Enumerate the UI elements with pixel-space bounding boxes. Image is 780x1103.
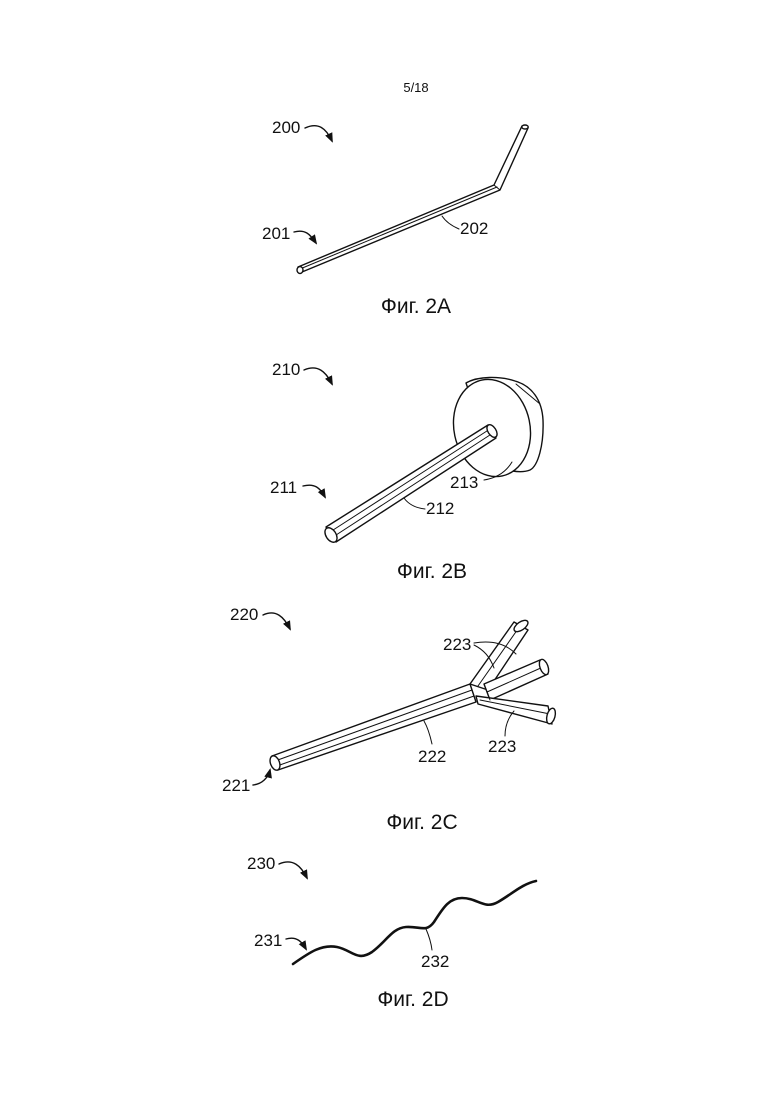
ref-222-leader [424, 721, 432, 744]
ref-220: 220 [230, 605, 258, 624]
page-number: 5/18 [403, 80, 428, 95]
ref-212: 212 [426, 499, 454, 518]
ref-201-arrow [294, 231, 316, 243]
ref-231-arrow [286, 938, 306, 949]
ref-200-arrow [305, 126, 332, 141]
caption-fig-2c: Фиг. 2C [386, 811, 457, 834]
figure-2a: 200 201 202 Фиг. 2A [262, 118, 528, 318]
ref-232: 232 [421, 952, 449, 971]
caption-fig-2b: Фиг. 2B [397, 560, 467, 583]
ref-230-arrow [279, 862, 307, 878]
ref-223-bottom: 223 [488, 737, 516, 756]
caption-fig-2d: Фиг. 2D [377, 988, 448, 1011]
figure-2b: 210 211 212 213 Фиг. 2B [270, 360, 543, 583]
ref-212-leader [404, 498, 425, 509]
ref-202: 202 [460, 219, 488, 238]
wavy-fiber [293, 881, 536, 964]
caption-fig-2a: Фиг. 2A [381, 295, 451, 318]
ref-201: 201 [262, 224, 290, 243]
ref-231: 231 [254, 931, 282, 950]
ref-211-arrow [303, 485, 325, 497]
figure-2d: 230 231 232 Фиг. 2D [247, 854, 536, 1011]
ref-232-leader [426, 929, 432, 950]
ref-213: 213 [450, 473, 478, 492]
ref-210-arrow [304, 368, 332, 384]
ref-221: 221 [222, 776, 250, 795]
ref-230: 230 [247, 854, 275, 873]
figure-2c: 220 223 223 222 [222, 605, 557, 834]
ref-223-bottom-leader [505, 711, 514, 736]
ref-200: 200 [272, 118, 300, 137]
ref-220-arrow [263, 613, 290, 629]
ref-202-leader [442, 216, 459, 229]
ref-211: 211 [270, 478, 297, 497]
ref-221-arrow [253, 770, 270, 785]
ref-210: 210 [272, 360, 300, 379]
bent-rod [297, 125, 528, 274]
ref-222: 222 [418, 747, 446, 766]
ref-223-top: 223 [443, 635, 471, 654]
